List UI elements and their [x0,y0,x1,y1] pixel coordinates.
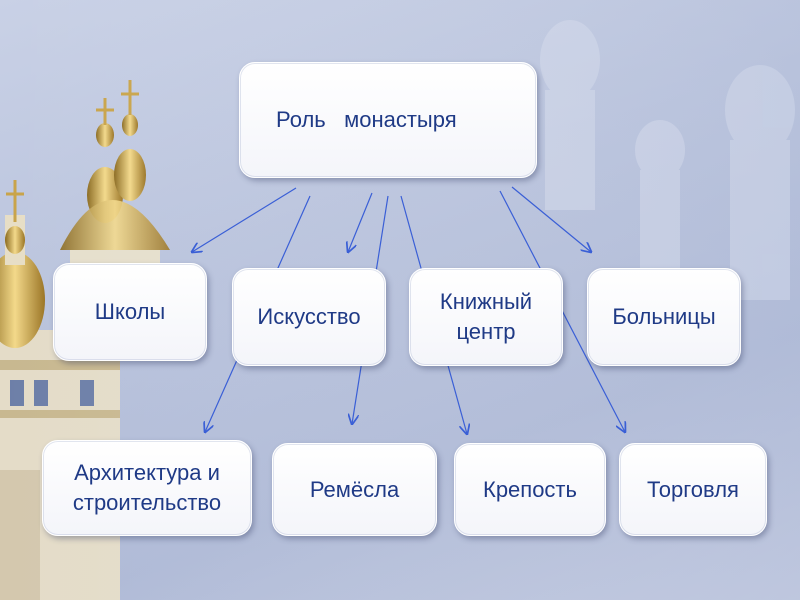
node-fortress: Крепость [454,443,606,536]
node-crafts-label: Ремёсла [309,476,400,502]
arrow-to-schools [192,187,297,252]
node-book-center-label: Книжный центр [439,289,533,344]
node-art-label: Искусство [257,304,361,330]
node-schools-label: Школы [94,299,166,325]
node-book-center: Книжный центр [409,268,563,366]
node-schools: Школы [53,263,207,361]
node-hospitals-label: Больницы [612,304,716,330]
root-node: Роль монастыря [239,62,537,178]
node-trade-label: Торговля [647,476,739,502]
node-fortress-label: Крепость [483,476,577,502]
arrow-to-art [348,192,373,252]
root-label: Роль монастыря [276,107,457,133]
node-trade: Торговля [619,443,767,536]
node-architecture-label: Архитектура и строительство [72,460,222,515]
node-art: Искусство [232,268,386,366]
node-architecture: Архитектура и строительство [42,440,252,536]
arrow-to-hospitals [511,186,591,252]
node-crafts: Ремёсла [272,443,437,536]
node-hospitals: Больницы [587,268,741,366]
